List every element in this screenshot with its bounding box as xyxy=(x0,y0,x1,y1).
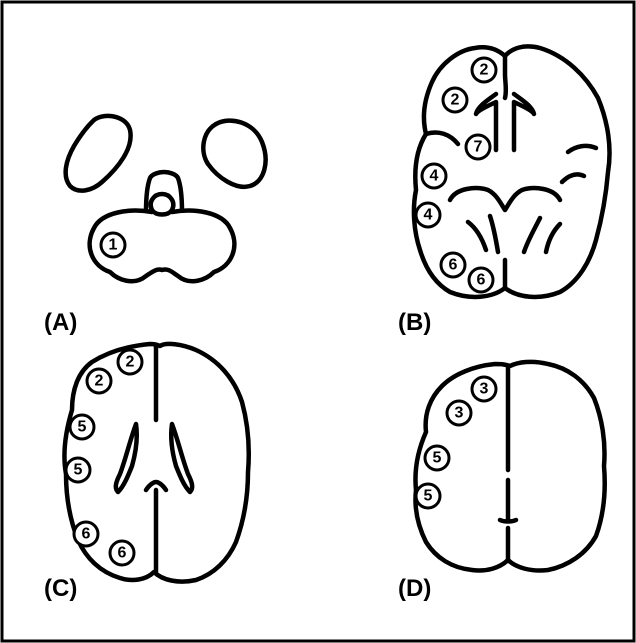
marker-b-5: 4 xyxy=(416,203,440,227)
marker-label: 3 xyxy=(480,381,489,398)
marker-b-1: 2 xyxy=(472,58,496,82)
marker-label: 2 xyxy=(95,373,104,390)
marker-d-1: 3 xyxy=(472,377,496,401)
marker-label: 1 xyxy=(109,237,118,254)
marker-label: 6 xyxy=(477,272,486,289)
marker-label: 2 xyxy=(451,92,460,109)
marker-d-3: 5 xyxy=(425,446,449,470)
marker-d-2: 3 xyxy=(447,401,471,425)
marker-label: 2 xyxy=(480,62,489,79)
marker-label: 6 xyxy=(449,257,458,274)
fourth-ventricle-outline xyxy=(151,194,174,215)
panel-d-label: (D) xyxy=(398,575,431,602)
marker-c-4: 5 xyxy=(66,458,90,482)
marker-c-1: 2 xyxy=(118,350,142,374)
marker-b-7: 6 xyxy=(469,268,493,292)
panel-c-label: (C) xyxy=(44,575,77,602)
marker-label: 5 xyxy=(424,488,433,505)
marker-d-4: 5 xyxy=(416,484,440,508)
marker-a-1: 1 xyxy=(101,233,125,257)
marker-c-6: 6 xyxy=(110,541,134,565)
marker-label: 5 xyxy=(74,462,83,479)
marker-label: 4 xyxy=(430,168,439,185)
marker-label: 6 xyxy=(118,545,127,562)
marker-label: 7 xyxy=(474,139,483,156)
marker-label: 4 xyxy=(424,207,433,224)
marker-label: 6 xyxy=(82,526,91,543)
marker-label: 5 xyxy=(433,450,442,467)
marker-b-6: 6 xyxy=(441,253,465,277)
marker-label: 3 xyxy=(455,405,464,422)
marker-c-2: 2 xyxy=(87,369,111,393)
marker-label: 2 xyxy=(126,354,135,371)
marker-c-3: 5 xyxy=(70,415,94,439)
marker-b-2: 2 xyxy=(443,88,467,112)
marker-c-5: 6 xyxy=(74,522,98,546)
marker-label: 5 xyxy=(78,419,87,436)
marker-b-3: 7 xyxy=(466,135,490,159)
panel-b-label: (B) xyxy=(398,309,431,336)
panel-a-label: (A) xyxy=(44,309,77,336)
marker-b-4: 4 xyxy=(422,164,446,188)
